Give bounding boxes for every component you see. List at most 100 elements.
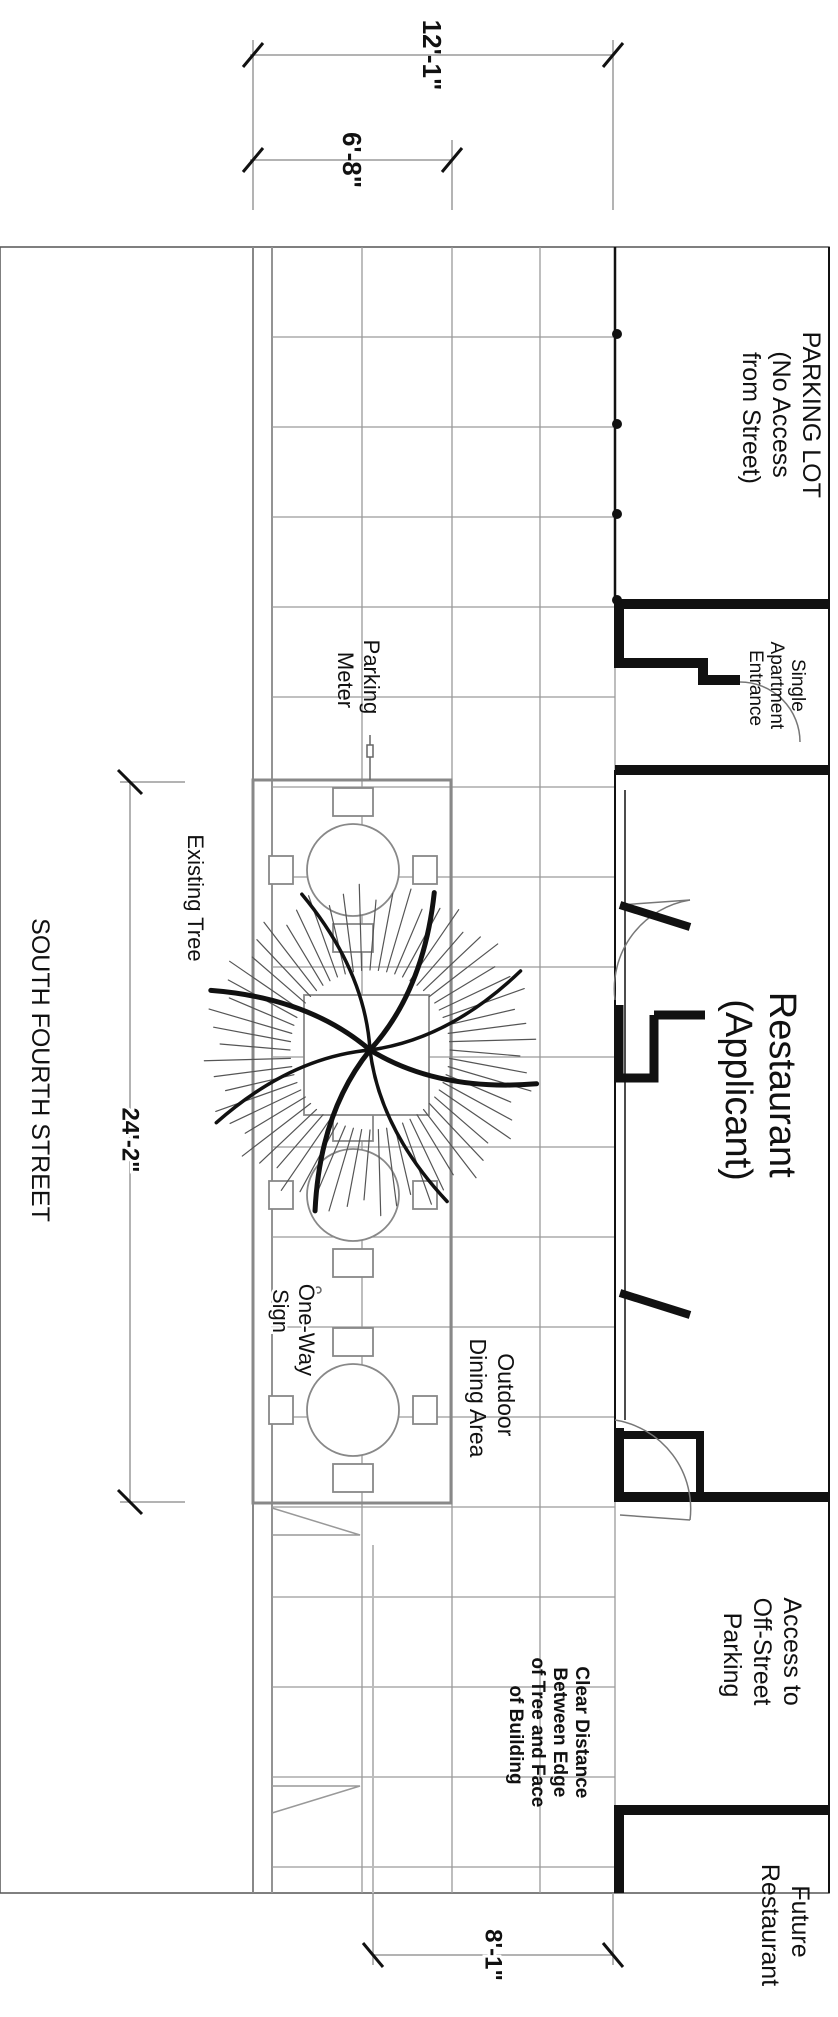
tree-twig [448, 1057, 527, 1074]
tree-twig [416, 931, 464, 986]
tree-twig [328, 1127, 354, 1212]
offstreet-access-label: Access to Off-Street Parking [718, 1597, 806, 1712]
svg-text:Clear Distance Between E: Clear Distance Between Edge of Tree and … [505, 1657, 592, 1812]
tree-twig [213, 1026, 292, 1043]
tree-twig [228, 997, 295, 1026]
tree-branch [368, 969, 523, 1052]
round-table [306, 823, 400, 917]
dimension-clearance: 8'-1" [480, 1929, 507, 1981]
tree-twig [438, 975, 511, 1011]
chair [268, 1180, 294, 1210]
tree-twig [377, 893, 394, 972]
svg-text:Future Restaurant: Future Restaurant [756, 1864, 814, 1986]
tree-twig [346, 1128, 363, 1207]
apartment-entrance-label: Single Apartment Entrance [745, 642, 808, 735]
tree-twig [447, 1022, 527, 1034]
svg-text:Parking Meter: Parking Meter [333, 640, 384, 721]
restaurant-applicant-label: Restaurant (Applicant) [717, 992, 803, 1188]
tree-twig [256, 939, 312, 998]
tree-twig [377, 1128, 382, 1217]
street-name-label: SOUTH FOURTH STREET [26, 918, 54, 1222]
tree-twig [428, 1102, 484, 1161]
tree-twig [317, 1125, 346, 1192]
tree-twig [259, 1108, 318, 1164]
tree-twig [299, 1122, 339, 1193]
tree-branch [367, 1047, 540, 1088]
chair [332, 1112, 374, 1142]
svg-text:Access to Off-Street: Access to Off-Street Parking [718, 1597, 806, 1712]
round-table [306, 1148, 400, 1242]
tree-twig [328, 905, 346, 975]
tree-twig [394, 908, 423, 975]
tree-branch [208, 987, 373, 1053]
tree-twig [434, 1096, 489, 1144]
tree-branch [214, 1048, 372, 1125]
dimension-ticks-top [241, 42, 625, 173]
dimension-dining-length: 24'-2" [117, 1107, 144, 1172]
chair [332, 1248, 374, 1278]
tree-twig [422, 936, 481, 992]
tree-twig [241, 1102, 312, 1157]
tree-twig [386, 1127, 398, 1207]
existing-tree-label: Existing Tree [181, 832, 211, 964]
tree-twig [369, 899, 377, 971]
tree-twig [448, 1038, 537, 1043]
tree-twig [386, 888, 412, 973]
svg-text:One-Way Sign: One-Way Sign [268, 1284, 319, 1382]
tree-twig [342, 893, 354, 973]
chair [332, 1463, 374, 1493]
chair [332, 1327, 374, 1357]
ramp-marks [271, 1507, 361, 1814]
parking-meter-symbol [366, 735, 374, 780]
dimension-ticks-left [116, 768, 144, 1516]
tree-twig [428, 943, 499, 998]
tree-twig [280, 1118, 331, 1191]
svg-text:Single Apartment E: Single Apartment Entrance [745, 642, 808, 735]
door-leaf-marks [618, 901, 692, 1319]
building-walls [613, 247, 830, 1893]
tree-twig [229, 960, 302, 1011]
one-way-sign-symbol [314, 1286, 322, 1294]
parking-lot-label: PARKING LOT (No Access from Street) [737, 332, 825, 498]
tree-twig [394, 1125, 412, 1195]
tree-twig [213, 1066, 293, 1078]
tree-twig [442, 1081, 513, 1121]
chair [412, 855, 438, 885]
future-restaurant-label: Future Restaurant [756, 1864, 814, 1986]
parking-meter-label: Parking Meter [333, 640, 384, 721]
tree-twig [208, 1008, 293, 1034]
outdoor-dining-boundary [251, 778, 453, 1505]
svg-text:Restaurant (Applicant): Restaurant (Applicant) [717, 992, 803, 1188]
tree-twig [295, 909, 331, 982]
tree-branch [368, 1048, 449, 1204]
tree-twig [215, 1081, 298, 1112]
tree-branch [312, 1047, 373, 1214]
tree-branch [300, 892, 372, 1052]
chair [332, 787, 374, 817]
tree-twig [251, 956, 306, 1004]
tree-twig [445, 1008, 515, 1026]
tree-twig [401, 907, 441, 978]
tree-twig [229, 1089, 302, 1125]
dining-furniture [268, 787, 438, 1493]
tree-twig [422, 1108, 477, 1179]
tree-twig [219, 1043, 291, 1051]
chair [268, 1395, 294, 1425]
tree-twig [244, 1096, 306, 1134]
tree-twig [276, 1114, 324, 1169]
tree-twig [358, 883, 363, 972]
tree-twig [263, 921, 318, 992]
existing-tree-symbol [203, 883, 540, 1217]
tree-branch [367, 890, 437, 1053]
clear-distance-label: Clear Distance Between Edge of Tree and … [505, 1657, 592, 1812]
dimension-ticks-bottom [361, 1942, 625, 1968]
dimension-top-overall: 12'-1" [417, 20, 447, 91]
one-way-sign-label: One-Way Sign [266, 1281, 322, 1382]
tree-twig [203, 1057, 292, 1062]
tree-twig [363, 1129, 371, 1201]
tree-twig [409, 1118, 445, 1191]
tree-twig [438, 1089, 511, 1140]
svg-text:Outdoor Dining Area: Outdoor Dining Area [465, 1339, 519, 1458]
dimension-top-inner: 6'-8" [337, 132, 367, 188]
